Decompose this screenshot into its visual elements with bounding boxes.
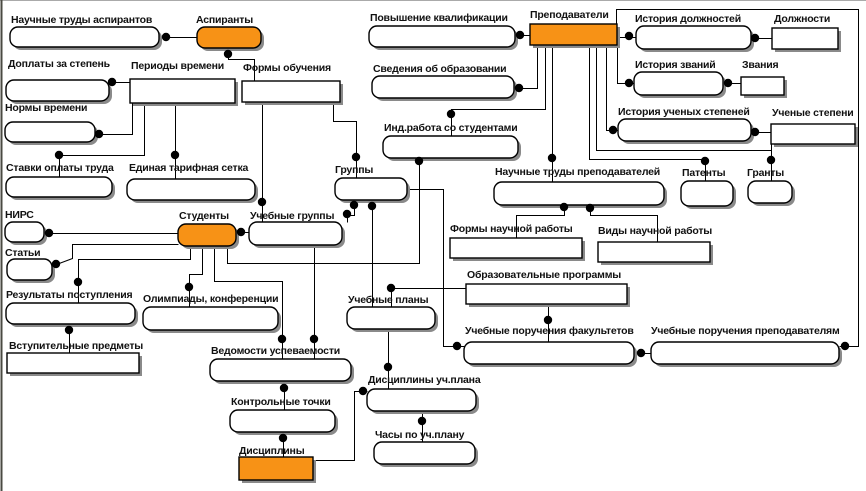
svg-text:Аспиранты: Аспиранты xyxy=(196,14,253,26)
svg-text:Контрольные точки: Контрольные точки xyxy=(231,396,331,408)
svg-text:Статьи: Статьи xyxy=(5,247,40,259)
svg-text:Инд.работа со студентами: Инд.работа со студентами xyxy=(384,122,518,134)
svg-text:Учебные группы: Учебные группы xyxy=(250,210,334,222)
svg-text:НИРС: НИРС xyxy=(5,209,34,221)
svg-text:Учебные поручения факультетов: Учебные поручения факультетов xyxy=(465,325,634,337)
svg-text:Преподаватели: Преподаватели xyxy=(530,9,609,21)
svg-text:История званий: История званий xyxy=(635,59,716,71)
svg-text:Сведения об образовании: Сведения об образовании xyxy=(373,63,506,75)
svg-text:Ставки оплаты труда: Ставки оплаты труда xyxy=(6,162,114,174)
svg-text:Формы обучения: Формы обучения xyxy=(243,62,331,74)
svg-text:История должностей: История должностей xyxy=(635,13,741,25)
svg-text:Гранты: Гранты xyxy=(747,167,784,179)
svg-text:Ведомости успеваемости: Ведомости успеваемости xyxy=(211,345,340,357)
svg-text:Ученые степени: Ученые степени xyxy=(772,107,854,119)
svg-text:Дисциплины уч.плана: Дисциплины уч.плана xyxy=(368,374,481,386)
svg-text:Звания: Звания xyxy=(742,59,779,71)
svg-text:Результаты поступления: Результаты поступления xyxy=(6,289,132,301)
svg-text:Периоды времени: Периоды времени xyxy=(131,60,224,72)
svg-text:Виды научной работы: Виды научной работы xyxy=(598,225,712,237)
svg-text:Учебные планы: Учебные планы xyxy=(348,294,429,306)
svg-text:Единая тарифная сетка: Единая тарифная сетка xyxy=(129,162,249,174)
svg-text:Повышение квалификации: Повышение квалификации xyxy=(370,12,508,24)
svg-text:Студенты: Студенты xyxy=(179,210,229,222)
svg-text:Олимпиады, конференции: Олимпиады, конференции xyxy=(143,293,278,305)
svg-text:Научные труды аспирантов: Научные труды аспирантов xyxy=(11,14,153,26)
svg-text:Доплаты за степень: Доплаты за степень xyxy=(8,58,111,70)
svg-text:Научные труды преподавателей: Научные труды преподавателей xyxy=(495,166,660,178)
svg-text:Образовательные программы: Образовательные программы xyxy=(467,269,621,281)
svg-text:Должности: Должности xyxy=(774,13,830,25)
svg-text:Дисциплины: Дисциплины xyxy=(239,445,305,457)
svg-text:Нормы времени: Нормы времени xyxy=(5,102,87,114)
svg-text:Патенты: Патенты xyxy=(682,167,726,179)
svg-text:Часы по уч.плану: Часы по уч.плану xyxy=(375,429,465,441)
svg-text:История ученых степеней: История ученых степеней xyxy=(618,106,750,118)
svg-text:Формы научной работы: Формы научной работы xyxy=(450,223,573,235)
svg-text:Вступительные предметы: Вступительные предметы xyxy=(9,340,143,352)
svg-text:Группы: Группы xyxy=(335,164,373,176)
svg-text:Учебные поручения преподавател: Учебные поручения преподавателям xyxy=(651,325,840,337)
